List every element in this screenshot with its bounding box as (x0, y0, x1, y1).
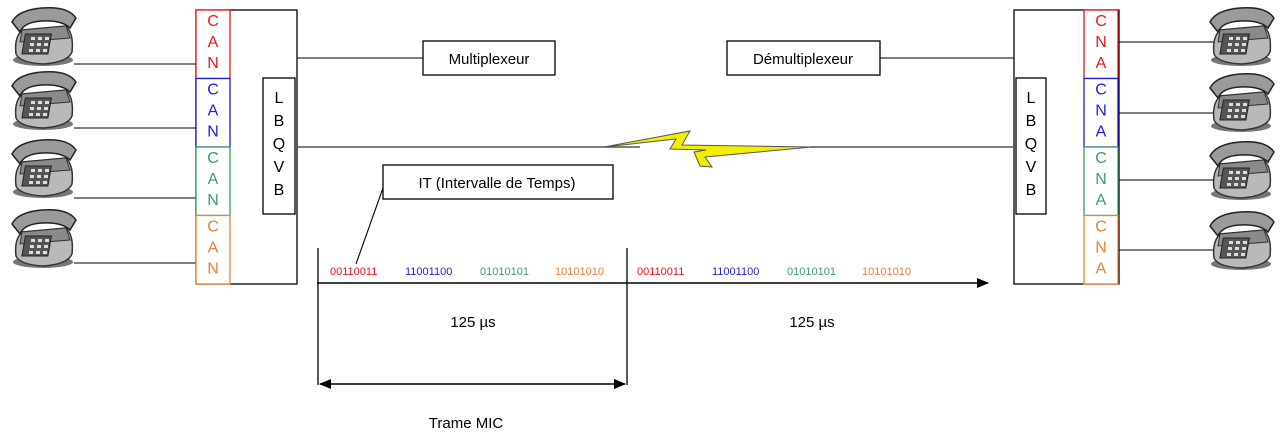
demultiplexeur-box (726, 40, 881, 76)
multiplexeur-label: Multiplexeur (449, 51, 530, 68)
cna-converter-letter: A (1096, 124, 1107, 141)
demultiplexeur-label: Démultiplexeur (753, 51, 853, 68)
can-converter-letter: N (207, 55, 219, 72)
trame-label: Trame MIC (429, 415, 504, 432)
cna-converter-letter: C (1095, 13, 1107, 30)
time-slot-bits: 00110011 (637, 266, 684, 278)
left-phones (11, 6, 77, 269)
telephone-icon (1209, 72, 1275, 133)
telephone-icon (1209, 210, 1275, 271)
cna-converter-letter: C (1095, 219, 1107, 236)
lbqvb-letter: B (274, 113, 285, 130)
can-converter-letter: A (208, 103, 219, 120)
cna-converter-letter: C (1095, 150, 1107, 167)
can-converter-box (195, 214, 231, 285)
cna-converter-letter: N (1095, 103, 1107, 120)
duration-label-2: 125 µs (789, 314, 834, 331)
lbqvb-letter: V (274, 159, 285, 176)
time-slot-bits: 01010101 (787, 266, 836, 278)
lbqvb-letter: B (1026, 182, 1037, 199)
time-slot-bits: 10101010 (862, 266, 911, 278)
multiplexeur-box (422, 40, 556, 76)
telephone-icon (1209, 140, 1275, 201)
can-converter-letter: C (207, 13, 219, 30)
telephone-icon (1209, 6, 1275, 67)
lbqvb-letter: L (1027, 90, 1036, 107)
can-converter-letter: N (207, 192, 219, 209)
time-slot-bits: 01010101 (480, 266, 529, 278)
cna-converter-box (1083, 214, 1119, 285)
cna-converter-letter: A (1096, 192, 1107, 209)
lbqvb-letter: Q (273, 136, 285, 153)
time-slot-bits: 00110011 (330, 266, 377, 278)
it-box (382, 164, 614, 200)
lbqvb-letter: L (275, 90, 284, 107)
can-converter-letter: C (207, 82, 219, 99)
time-slot-bits: 11001100 (712, 266, 759, 278)
it-label: IT (Intervalle de Temps) (418, 175, 575, 192)
cna-converter-letter: N (1095, 34, 1107, 51)
telephone-icon (11, 208, 77, 269)
left-phone-lines (74, 63, 196, 264)
cna-converter-letter: C (1095, 82, 1107, 99)
can-converter-letter: N (207, 261, 219, 278)
can-converter-box (195, 146, 231, 217)
cna-converter-letter: N (1095, 240, 1107, 257)
lbqvb-letter: B (1026, 113, 1037, 130)
lightning-icon (603, 130, 813, 168)
lbqvb-letter: Q (1025, 136, 1037, 153)
can-converter-letter: C (207, 219, 219, 236)
time-slot-bits: 11001100 (405, 266, 452, 278)
time-slot-bits: 10101010 (555, 266, 604, 278)
can-converter-letter: A (208, 34, 219, 51)
can-converter-letter: N (207, 124, 219, 141)
lbqvb-letter: V (1026, 159, 1037, 176)
can-converter-letter: C (207, 150, 219, 167)
right-lbqvb-box (1015, 77, 1047, 215)
telephone-icon (11, 6, 77, 67)
right-phone-lines (1119, 41, 1214, 251)
duration-label-1: 125 µs (450, 314, 495, 331)
can-converter-letter: A (208, 171, 219, 188)
cna-converter-letter: A (1096, 55, 1107, 72)
can-converter-letter: A (208, 240, 219, 257)
can-converter-box (195, 77, 231, 148)
bitstreams: 00110011 11001100 01010101 10101010 00110011… (330, 266, 911, 278)
left-lbqvb-box (262, 77, 296, 215)
cna-converter-letter: N (1095, 171, 1107, 188)
cna-converter-letter: A (1096, 261, 1107, 278)
lbqvb-letter: B (274, 182, 285, 199)
telephone-icon (11, 70, 77, 131)
it-pointer (355, 187, 384, 265)
telephone-icon (11, 138, 77, 199)
right-phones (1209, 6, 1275, 271)
